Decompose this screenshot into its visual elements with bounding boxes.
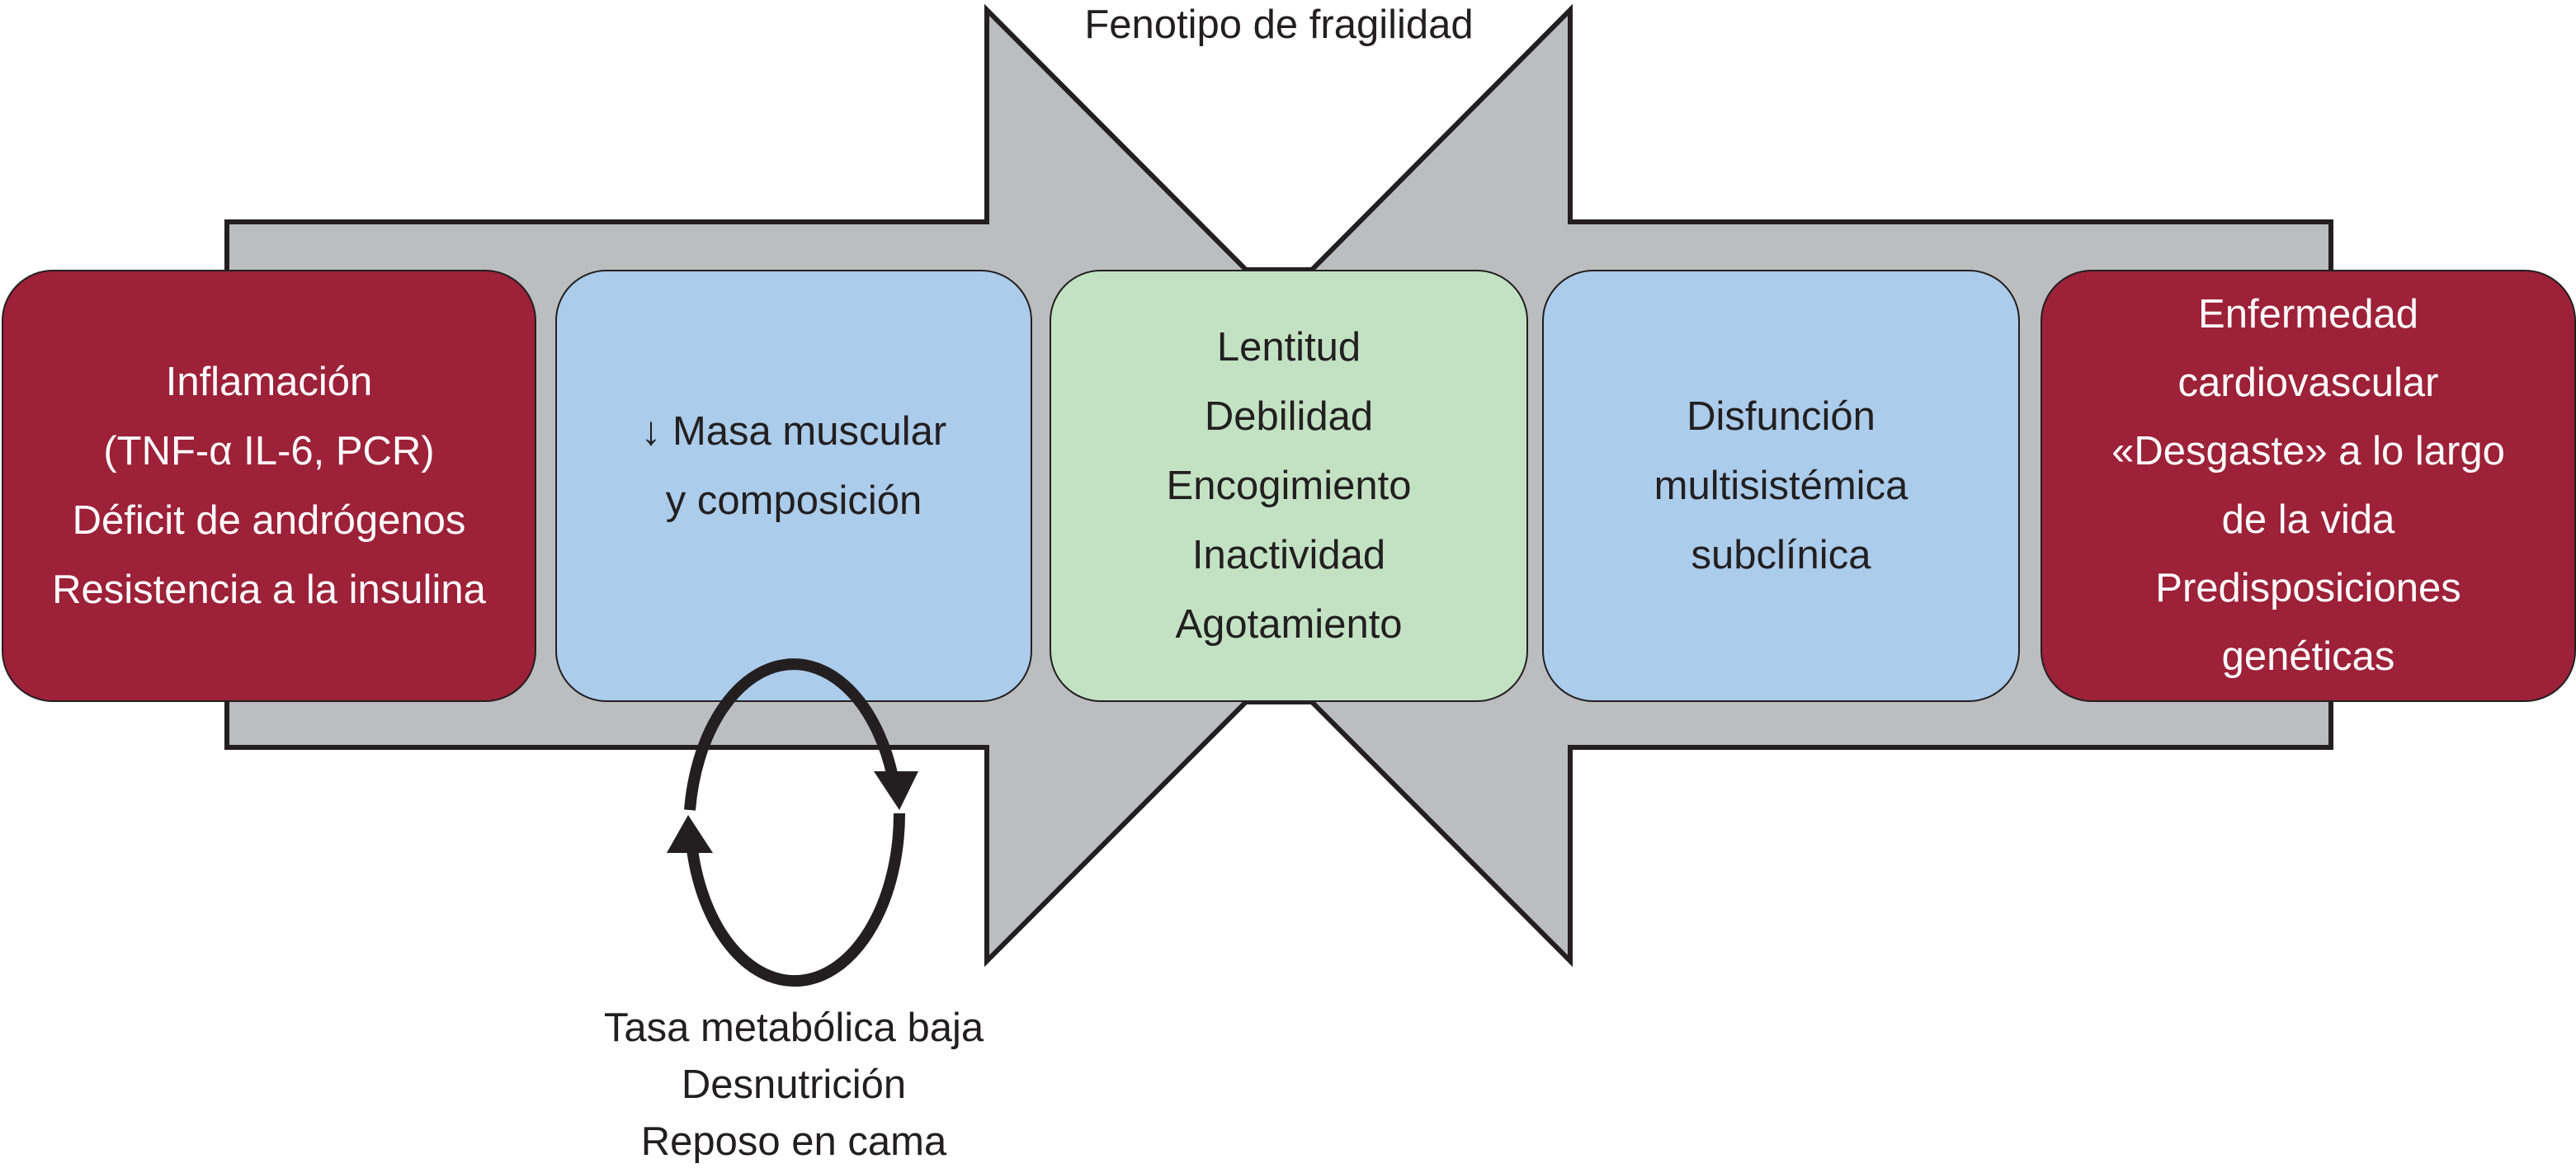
box-line: «Desgaste» a lo largo xyxy=(2111,429,2505,473)
box-line: (TNF-α IL-6, PCR) xyxy=(103,429,435,473)
box-line: Inflamación xyxy=(165,360,373,404)
box-line: subclínica xyxy=(1691,533,1871,577)
box-line: Lentitud xyxy=(1216,325,1361,370)
box-line: Inactividad xyxy=(1191,533,1386,577)
box-line: Agotamiento xyxy=(1175,602,1403,647)
box-muscle-mass: ↓ Masa muscular y composición xyxy=(555,270,1032,702)
box-line: Enfermedad xyxy=(2198,292,2418,337)
box-line: ↓ Masa muscular xyxy=(640,409,947,454)
box-risk-factors-cardiovascular: Enfermedad cardiovascular «Desgaste» a l… xyxy=(2041,270,2576,702)
box-line: de la vida xyxy=(2221,497,2395,542)
box-line: Déficit de andrógenos xyxy=(72,498,466,543)
box-frailty-phenotype: Lentitud Debilidad Encogimiento Inactivi… xyxy=(1050,270,1528,702)
box-line: Debilidad xyxy=(1204,394,1374,439)
caption-line: Reposo en cama xyxy=(640,1119,947,1164)
box-line: genéticas xyxy=(2221,634,2395,679)
caption-line: Tasa metabólica baja xyxy=(603,1006,984,1050)
box-line: cardiovascular xyxy=(2177,360,2439,405)
box-line: Resistencia a la insulina xyxy=(52,568,486,612)
box-risk-factors-inflammation: Inflamación (TNF-α IL-6, PCR) Déficit de… xyxy=(2,270,536,702)
box-multisystem-dysfunction: Disfunción multisistémica subclínica xyxy=(1542,270,2020,702)
cycle-caption: Tasa metabólica baja Desnutrición Reposo… xyxy=(546,1000,1041,1171)
box-line: Predisposiciones xyxy=(2155,566,2461,610)
box-line: multisistémica xyxy=(1654,464,1908,508)
box-line: Disfunción xyxy=(1687,394,1875,439)
diagram-title: Fenotipo de fragilidad xyxy=(1084,2,1474,47)
caption-line: Desnutrición xyxy=(681,1062,907,1107)
box-line: y composición xyxy=(665,478,922,523)
box-line: Encogimiento xyxy=(1166,464,1412,508)
